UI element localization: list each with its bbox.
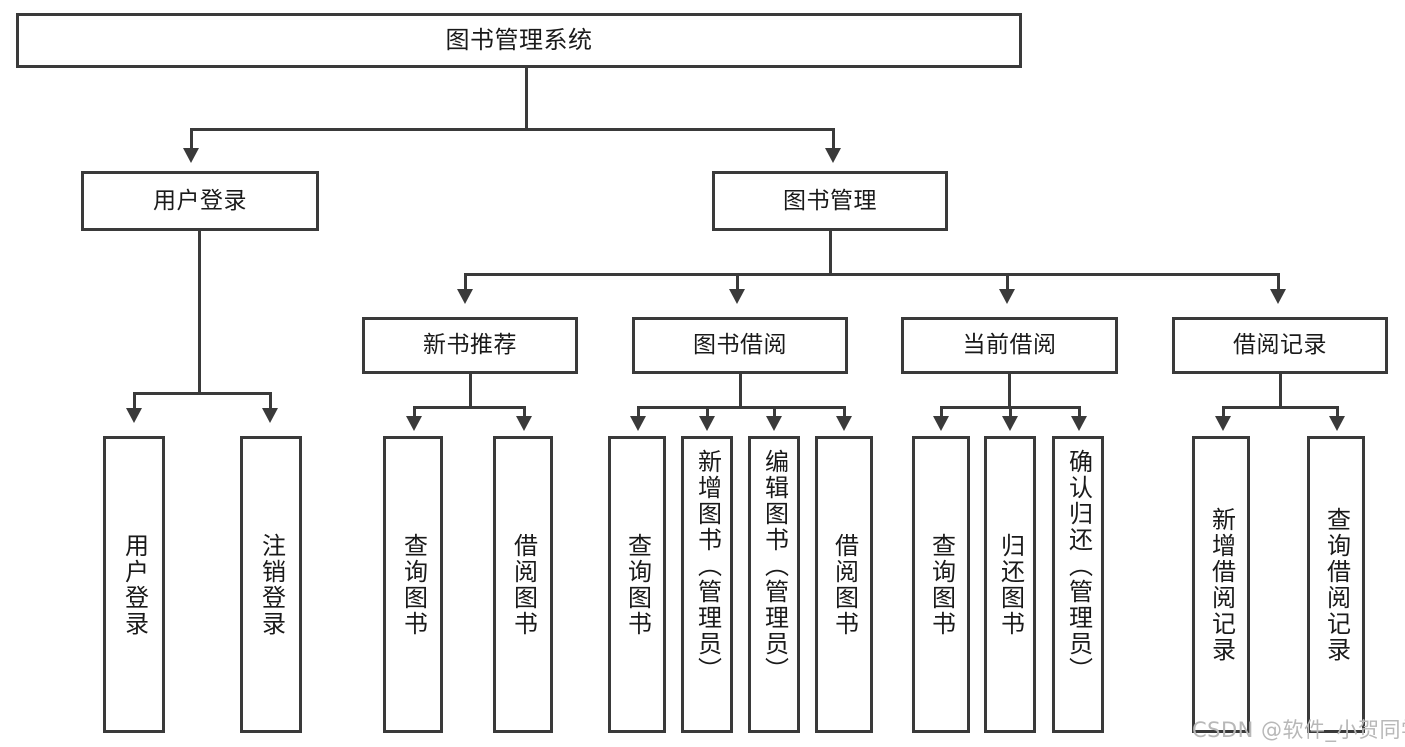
connector-current-borrow-c1 [940, 406, 943, 417]
connector-current-borrow-stem [1008, 374, 1011, 408]
arrow-root-to-user-login [183, 148, 199, 163]
arrow-user-login-leaf-1 [126, 408, 142, 423]
connector-new-book-left [413, 406, 416, 417]
node-label: 图书管理 [783, 187, 877, 214]
node-label: 图书借阅 [693, 332, 787, 359]
connector-user-login-bus [133, 392, 271, 395]
node-label: 借阅图书 [830, 532, 859, 637]
leaf-current-borrow-query[interactable]: 查询图书 [912, 436, 970, 733]
node-label: 新书推荐 [423, 332, 517, 359]
leaf-book-borrow-borrow[interactable]: 借阅图书 [815, 436, 873, 733]
node-label: 新增借阅记录 [1207, 506, 1236, 663]
node-label: 当前借阅 [962, 332, 1057, 359]
arrow-current-borrow-leaf-3 [1071, 416, 1087, 431]
leaf-current-borrow-return[interactable]: 归还图书 [984, 436, 1036, 733]
connector-new-book-stem [469, 374, 472, 408]
connector-current-borrow-c3 [1078, 406, 1081, 417]
node-label: 用户登录 [120, 532, 149, 637]
connector-borrow-records-right [1336, 406, 1339, 417]
connector-root-bus [190, 128, 835, 131]
arrow-current-borrow-leaf-2 [1002, 416, 1018, 431]
connector-book-borrow-c2 [706, 406, 709, 417]
connector-user-login-stem [198, 231, 201, 394]
connector-book-borrow-stem [739, 374, 742, 408]
node-label: 新增图书（管理员） [693, 449, 722, 683]
node-label: 查询借阅记录 [1322, 506, 1351, 663]
connector-to-book-borrow [736, 273, 739, 290]
connector-book-borrow-c4 [843, 406, 846, 417]
leaf-book-borrow-edit[interactable]: 编辑图书（管理员） [748, 436, 800, 733]
connector-root-to-book-manage [832, 128, 835, 150]
node-borrow-records[interactable]: 借阅记录 [1172, 317, 1388, 374]
node-current-borrow[interactable]: 当前借阅 [901, 317, 1118, 374]
node-label: 编辑图书（管理员） [760, 449, 789, 683]
connector-user-login-left [133, 392, 136, 409]
arrow-book-borrow-leaf-1 [630, 416, 646, 431]
leaf-new-book-query[interactable]: 查询图书 [383, 436, 443, 733]
connector-current-borrow-c2 [1009, 406, 1012, 417]
leaf-borrow-records-add[interactable]: 新增借阅记录 [1192, 436, 1250, 733]
leaf-user-login-logout[interactable]: 注销登录 [240, 436, 302, 733]
node-label: 查询图书 [927, 532, 956, 637]
arrow-borrow-records-leaf-1 [1215, 416, 1231, 431]
connector-new-book-bus [413, 406, 526, 409]
connector-to-current-borrow [1006, 273, 1009, 290]
arrow-new-book-leaf-2 [516, 416, 532, 431]
leaf-new-book-borrow[interactable]: 借阅图书 [493, 436, 553, 733]
arrow-to-book-borrow [729, 289, 745, 304]
node-label: 用户登录 [153, 187, 247, 214]
connector-book-manage-bus [464, 273, 1280, 276]
arrow-book-borrow-leaf-2 [699, 416, 715, 431]
arrow-new-book-leaf-1 [406, 416, 422, 431]
node-root-system[interactable]: 图书管理系统 [16, 13, 1022, 68]
node-new-book-recommend[interactable]: 新书推荐 [362, 317, 578, 374]
node-label: 借阅图书 [509, 532, 538, 637]
node-book-management[interactable]: 图书管理 [712, 171, 948, 231]
arrow-to-new-book-recommend [457, 289, 473, 304]
connector-to-new-book [464, 273, 467, 290]
connector-book-manage-stem [829, 231, 832, 275]
leaf-book-borrow-query[interactable]: 查询图书 [608, 436, 666, 733]
arrow-to-borrow-records [1270, 289, 1286, 304]
connector-book-borrow-bus [637, 406, 846, 409]
connector-root-stem [525, 68, 528, 130]
connector-user-login-right [269, 392, 272, 409]
connector-borrow-records-bus [1222, 406, 1339, 409]
leaf-book-borrow-add[interactable]: 新增图书（管理员） [681, 436, 733, 733]
node-label: 注销登录 [257, 532, 286, 637]
leaf-current-borrow-confirm-return[interactable]: 确认归还（管理员） [1052, 436, 1104, 733]
arrow-root-to-book-manage [825, 148, 841, 163]
node-label: 借阅记录 [1233, 332, 1327, 359]
connector-book-borrow-c3 [773, 406, 776, 417]
arrow-book-borrow-leaf-3 [766, 416, 782, 431]
connector-new-book-right [523, 406, 526, 417]
connector-book-borrow-c1 [637, 406, 640, 417]
node-user-login[interactable]: 用户登录 [81, 171, 319, 231]
node-label: 查询图书 [399, 532, 428, 637]
connector-borrow-records-left [1222, 406, 1225, 417]
leaf-borrow-records-query[interactable]: 查询借阅记录 [1307, 436, 1365, 733]
leaf-user-login-login[interactable]: 用户登录 [103, 436, 165, 733]
arrow-user-login-leaf-2 [262, 408, 278, 423]
connector-borrow-records-stem [1279, 374, 1282, 408]
node-label: 确认归还（管理员） [1064, 449, 1093, 683]
node-label: 图书管理系统 [445, 25, 593, 54]
connector-root-to-user-login [190, 128, 193, 150]
node-label: 查询图书 [623, 532, 652, 637]
arrow-borrow-records-leaf-2 [1329, 416, 1345, 431]
arrow-to-current-borrow [999, 289, 1015, 304]
node-label: 归还图书 [996, 532, 1025, 637]
arrow-book-borrow-leaf-4 [836, 416, 852, 431]
connector-to-borrow-records [1277, 273, 1280, 290]
node-book-borrow[interactable]: 图书借阅 [632, 317, 848, 374]
arrow-current-borrow-leaf-1 [933, 416, 949, 431]
